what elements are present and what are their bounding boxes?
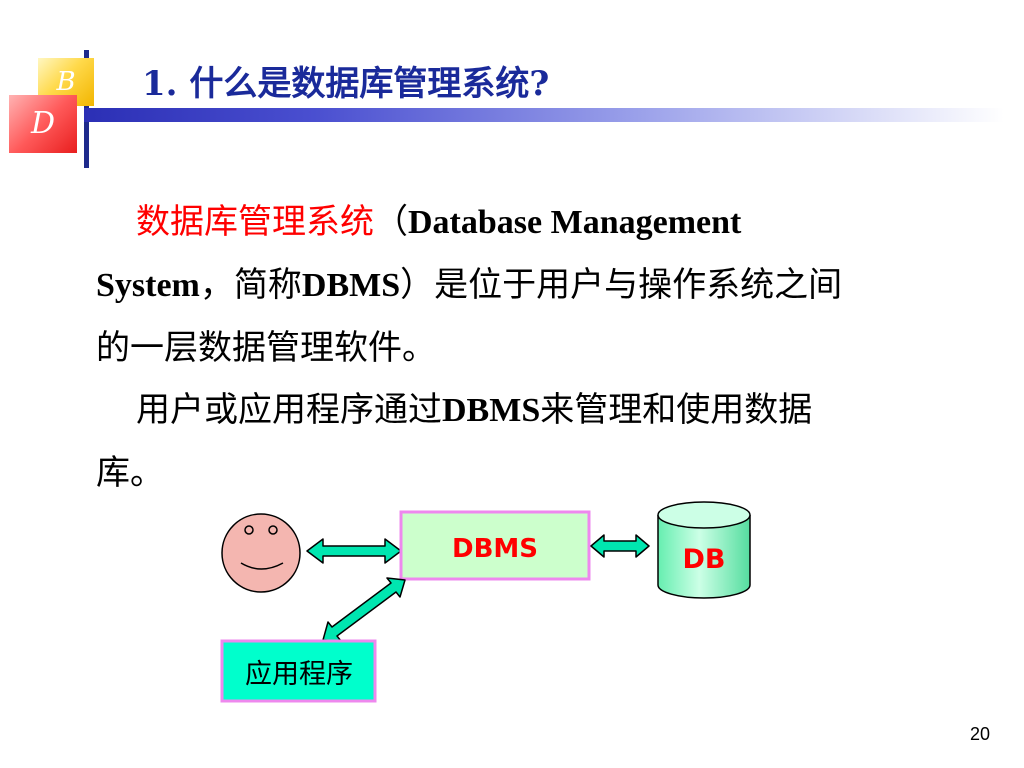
body-text: 数据库管理系统（Database Management System，简称DBM… — [96, 191, 976, 504]
title-underline-bar — [84, 108, 1004, 122]
arrow-user-dbms — [306, 538, 402, 564]
paragraph-2-dbms: DBMS — [442, 392, 541, 429]
paragraph-2-a: 用户或应用程序通过 — [136, 390, 442, 430]
paragraph-1-end: 的一层数据管理软件。 — [96, 328, 436, 368]
paragraph-2-line-2: 库。 — [96, 442, 976, 504]
database-cylinder — [657, 501, 751, 599]
term-dbms-en-2: System — [96, 267, 200, 304]
app-box — [220, 639, 377, 703]
paren-open: （ — [374, 202, 408, 242]
paragraph-2-line-1: 用户或应用程序通过DBMS来管理和使用数据 — [96, 379, 976, 442]
paragraph-1-line-1: 数据库管理系统（Database Management — [96, 191, 976, 254]
app-label: 应用程序 — [245, 659, 353, 690]
arrow-dbms-db — [590, 534, 650, 558]
paragraph-1-rest: ）是位于用户与操作系统之间 — [400, 265, 843, 305]
paragraph-1-line-3: 的一层数据管理软件。 — [96, 317, 976, 379]
db-label: DB — [683, 544, 726, 575]
user-face-icon — [221, 513, 301, 593]
term-dbms-cn: 数据库管理系统 — [136, 202, 374, 242]
term-dbms-en-1: Database Management — [408, 204, 742, 241]
logo-d-tile: D — [9, 95, 77, 153]
page-number: 20 — [969, 724, 990, 744]
paragraph-2-c: 库。 — [96, 453, 164, 493]
dbms-box — [399, 510, 591, 581]
abbr-prefix: ，简称 — [199, 265, 302, 305]
abbr-dbms: DBMS — [301, 267, 401, 304]
paragraph-2-b: 来管理和使用数据 — [540, 390, 813, 430]
paragraph-1-line-2: System，简称DBMS）是位于用户与操作系统之间 — [96, 254, 976, 317]
slide-title: 1. 什么是数据库管理系统? — [142, 64, 550, 104]
arrow-app-dbms — [322, 577, 406, 642]
dbms-label: DBMS — [452, 534, 538, 564]
